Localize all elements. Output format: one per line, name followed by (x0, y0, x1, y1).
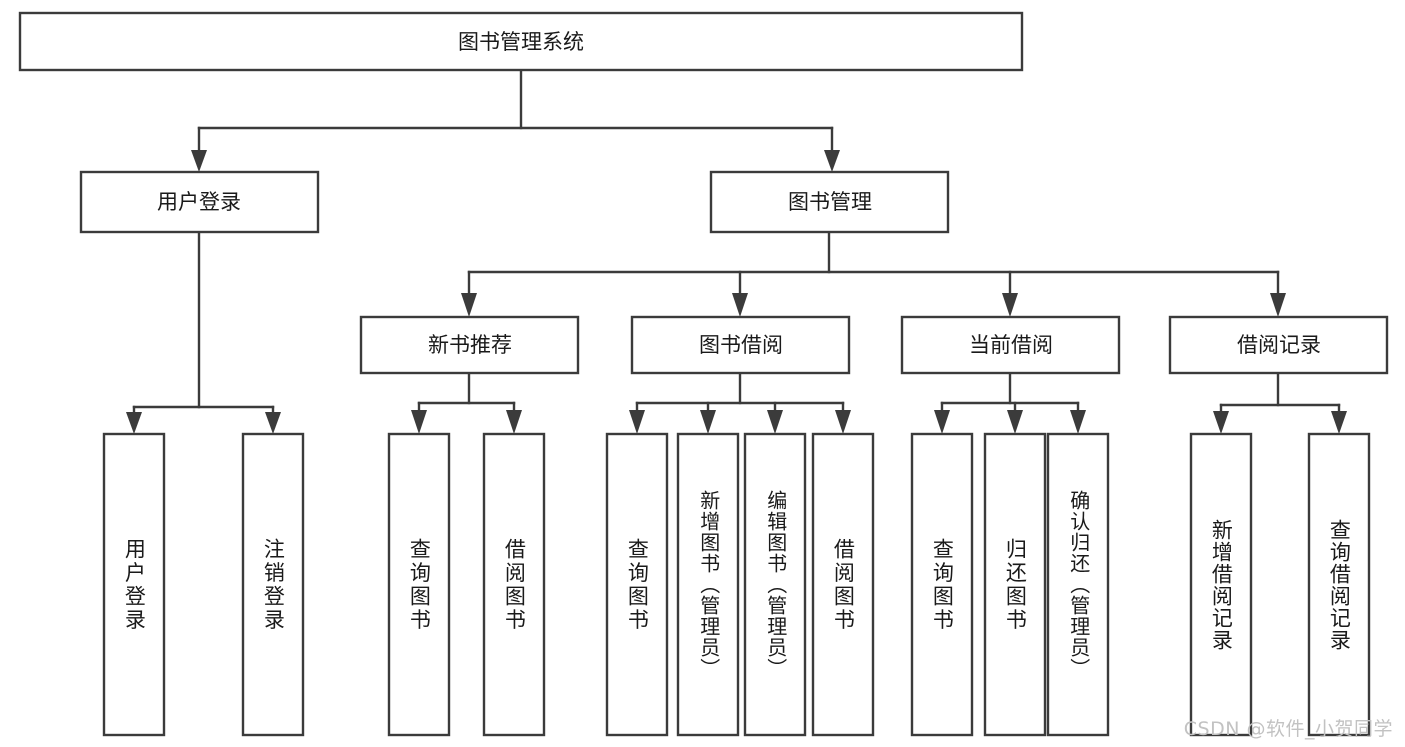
root-box[interactable] (18, 11, 1024, 72)
leaf-box-add-book[interactable] (676, 432, 740, 737)
arrow-leaf-query-record (1331, 411, 1347, 434)
arrow-leaf-query-book-2 (629, 410, 645, 434)
node-borrow-record[interactable]: 借阅记录 (1168, 315, 1389, 375)
connector-group-newbook-to-leaves (411, 371, 522, 434)
user-login-box[interactable] (79, 170, 320, 234)
book-management-box[interactable] (709, 170, 950, 234)
leaf-box-group (102, 432, 1371, 737)
arrow-leaf-query-book-3 (934, 410, 950, 434)
current-borrow-box[interactable] (900, 315, 1121, 375)
connector-group-currentborrow-to-leaves (934, 371, 1086, 434)
arrow-leaf-query-book-1 (411, 410, 427, 434)
connector-group-borrowbook-to-leaves (629, 371, 851, 434)
node-current-borrow[interactable]: 当前借阅 (900, 315, 1121, 375)
arrow-leaf-add-book (700, 410, 716, 434)
leaf-box-query-record[interactable] (1307, 432, 1371, 737)
current-borrow-label: 当前借阅 (969, 333, 1053, 357)
leaf-box-return-book[interactable] (983, 432, 1047, 737)
arrow-to-book-mgmt (824, 150, 840, 172)
arrow-leaf-return-book (1007, 410, 1023, 434)
arrow-to-new-book (461, 293, 477, 317)
leaf-box-edit-book[interactable] (743, 432, 807, 737)
connector-group-booksmgmt-to-level3 (461, 230, 1286, 317)
arrow-leaf-borrow-book-2 (835, 410, 851, 434)
user-login-label: 用户登录 (157, 190, 241, 214)
root-label: 图书管理系统 (458, 30, 584, 54)
node-user-login[interactable]: 用户登录 (79, 170, 320, 234)
node-root-system[interactable]: 图书管理系统 (18, 11, 1024, 72)
leaf-box-borrow-book-2[interactable] (811, 432, 875, 737)
book-borrow-box[interactable] (630, 315, 851, 375)
new-book-recommend-box[interactable] (359, 315, 580, 375)
node-book-management[interactable]: 图书管理 (709, 170, 950, 234)
connector-group-userlogin-to-leaves (126, 230, 281, 434)
leaf-box-confirm-return[interactable] (1046, 432, 1110, 737)
new-book-recommend-label: 新书推荐 (428, 333, 512, 357)
arrow-leaf-edit-book (767, 410, 783, 434)
arrow-leaf-borrow-book-1 (506, 410, 522, 434)
arrow-leaf-confirm-return (1070, 410, 1086, 434)
leaf-box-add-record[interactable] (1189, 432, 1253, 737)
arrow-leaf-user-login (126, 412, 142, 434)
arrow-to-current-borrow (1002, 293, 1018, 317)
node-new-book-recommend[interactable]: 新书推荐 (359, 315, 580, 375)
leaf-box-user-login[interactable] (102, 432, 166, 737)
book-management-label: 图书管理 (788, 190, 872, 214)
arrow-to-borrow-record (1270, 293, 1286, 317)
leaf-box-query-book-2[interactable] (605, 432, 669, 737)
leaf-box-borrow-book-1[interactable] (482, 432, 546, 737)
borrow-record-box[interactable] (1168, 315, 1389, 375)
leaf-box-query-book-1[interactable] (387, 432, 451, 737)
connector-group-root-to-level2 (191, 68, 840, 172)
borrow-record-label: 借阅记录 (1237, 333, 1321, 357)
arrow-leaf-logout (265, 412, 281, 434)
leaf-box-query-book-3[interactable] (910, 432, 974, 737)
arrow-to-user-login (191, 150, 207, 172)
book-borrow-label: 图书借阅 (699, 333, 783, 357)
node-book-borrow[interactable]: 图书借阅 (630, 315, 851, 375)
arrow-to-borrow-book (732, 293, 748, 317)
arrow-leaf-add-record (1213, 411, 1229, 434)
connector-group-borrowrecord-to-leaves (1213, 371, 1347, 434)
leaf-box-logout[interactable] (241, 432, 305, 737)
csdn-watermark: CSDN @软件_小贺同学 (1183, 718, 1393, 740)
